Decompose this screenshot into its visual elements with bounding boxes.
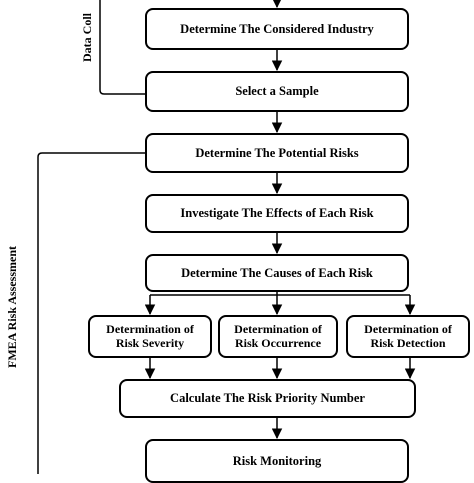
step-risk-monitoring: Risk Monitoring bbox=[145, 439, 409, 483]
step-determine-industry: Determine The Considered Industry bbox=[145, 8, 409, 50]
step-risk-occurrence: Determination of Risk Occurrence bbox=[218, 315, 338, 358]
step-select-sample: Select a Sample bbox=[145, 71, 409, 112]
step-potential-risks: Determine The Potential Risks bbox=[145, 133, 409, 173]
data-collection-bracket bbox=[99, 0, 145, 95]
fmea-bracket bbox=[37, 152, 145, 474]
step-risk-severity: Determination of Risk Severity bbox=[88, 315, 212, 358]
data-collection-label: Data Coll bbox=[80, 13, 94, 62]
step-causes: Determine The Causes of Each Risk bbox=[145, 254, 409, 292]
fmea-risk-assessment-label: FMEA Risk Assessment bbox=[5, 245, 19, 368]
step-calculate-rpn: Calculate The Risk Priority Number bbox=[119, 379, 416, 418]
step-risk-detection: Determination of Risk Detection bbox=[346, 315, 470, 358]
step-investigate-effects: Investigate The Effects of Each Risk bbox=[145, 194, 409, 233]
